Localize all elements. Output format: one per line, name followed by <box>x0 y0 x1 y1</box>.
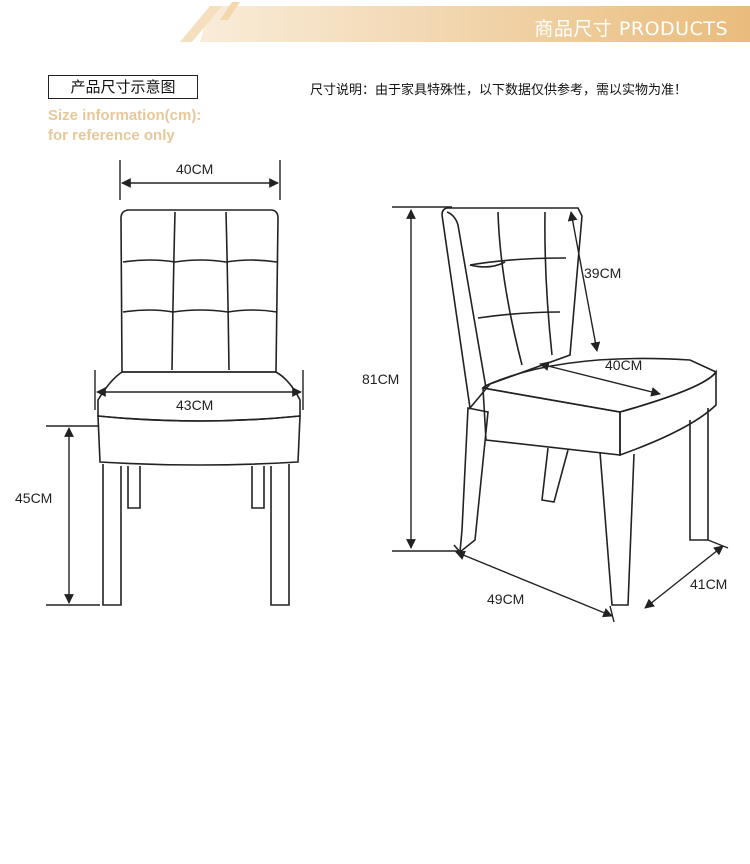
side-leg-front-right <box>689 408 709 541</box>
side-dimension-lines <box>392 206 729 623</box>
side-seat-side <box>619 369 717 457</box>
diagram-label: 产品尺寸示意图 <box>48 75 198 99</box>
size-note: 尺寸说明：由于家具特殊性，以下数据仅供参考，需以实物为准！ <box>310 83 688 98</box>
header-banner <box>180 2 750 42</box>
front-chair <box>97 209 301 606</box>
side-leg-front-left <box>599 451 635 606</box>
side-chair <box>441 207 718 606</box>
size-info: Size information(cm): for reference only <box>48 106 201 146</box>
dim-front-seat-height: 45CM <box>15 490 53 506</box>
front-seat-front <box>97 415 301 466</box>
side-leg-back <box>459 407 489 554</box>
size-info-line2: for reference only <box>48 127 175 144</box>
dim-side-seat-width: 40CM <box>605 357 643 373</box>
dim-front-seat-width: 43CM <box>176 397 214 413</box>
header-title: 商品尺寸 PRODUCTS <box>534 18 728 40</box>
side-backrest <box>441 207 583 410</box>
front-leg-back-right <box>251 466 265 509</box>
dim-side-back-height: 39CM <box>584 265 622 281</box>
dim-side-total-height: 81CM <box>362 371 400 387</box>
dim-side-depth: 49CM <box>487 591 525 607</box>
dim-side-width: 41CM <box>690 576 728 592</box>
side-seat-top <box>481 357 718 413</box>
front-leg-right <box>270 464 290 606</box>
size-info-line1: Size information(cm): <box>48 107 202 124</box>
front-backrest <box>120 209 279 373</box>
dim-front-top-width: 40CM <box>176 161 214 177</box>
side-leg-rear-inner <box>541 447 569 503</box>
front-dimension-lines <box>46 160 304 606</box>
side-seat-front <box>482 387 621 456</box>
front-leg-left <box>102 464 122 606</box>
front-leg-back-left <box>127 466 141 509</box>
